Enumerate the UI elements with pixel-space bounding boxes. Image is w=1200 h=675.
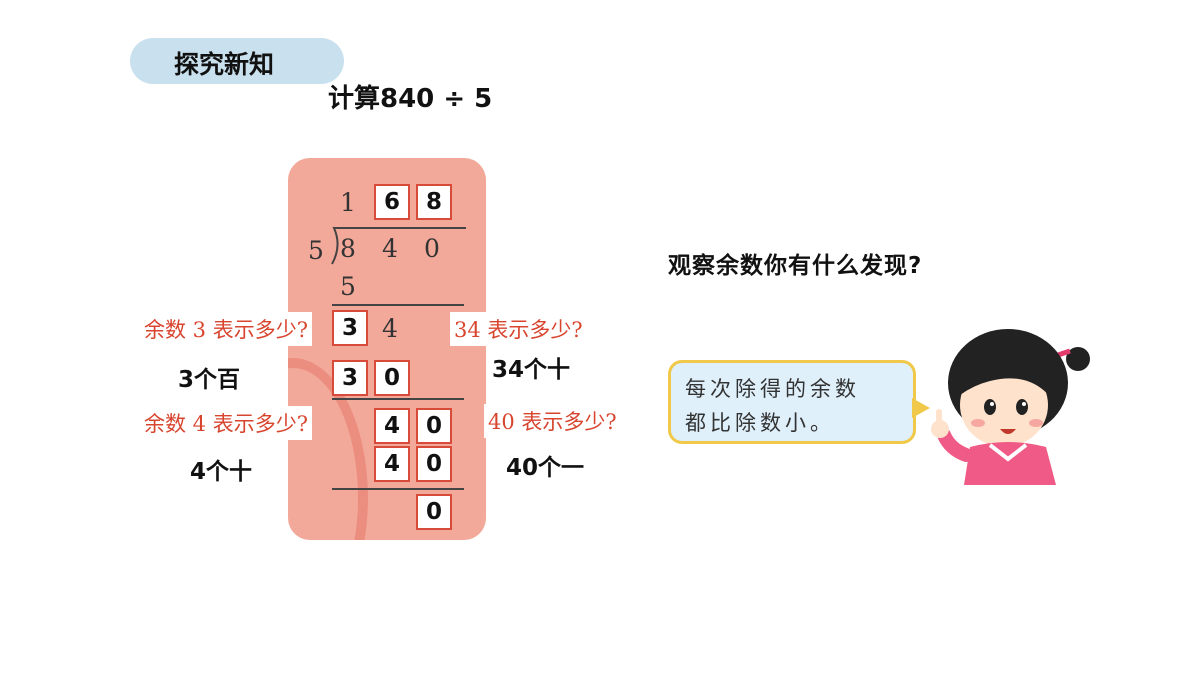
- remainder2-box-ones: 0: [416, 408, 452, 444]
- dividend-digit-hundreds: 8: [340, 234, 356, 263]
- quotient-digit: 1: [340, 188, 356, 217]
- bubble-line-2: 都比除数小。: [685, 411, 835, 435]
- final-remainder-box: 0: [416, 494, 452, 530]
- speech-bubble-tail: [912, 398, 930, 418]
- division-bracket: [331, 227, 466, 265]
- problem-title: 计算840 ÷ 5: [328, 84, 493, 114]
- remainder2-box-tens: 4: [374, 408, 410, 444]
- answer-remainder-4: 4个十: [190, 459, 253, 485]
- speech-bubble: 每次除得的余数 都比除数小。: [668, 360, 916, 444]
- quotient-box-ones: 8: [416, 184, 452, 220]
- step1-product: 5: [340, 272, 356, 301]
- product3-box-tens: 4: [374, 446, 410, 482]
- section-tag: 探究新知: [130, 38, 344, 84]
- long-division-card: 1 6 8 5 8 4 0 5 3 4 3 0 4 0 4 0 0: [288, 158, 486, 540]
- question-40: 40 表示多少?: [484, 404, 621, 438]
- remainder1-box: 3: [332, 310, 368, 346]
- product2-box-tens: 3: [332, 360, 368, 396]
- girl-illustration: [931, 329, 1090, 485]
- step2-line: [332, 398, 464, 400]
- answer-remainder-3: 3个百: [178, 367, 241, 393]
- quotient-box-tens: 6: [374, 184, 410, 220]
- answer-34: 34个十: [492, 357, 571, 383]
- section-tag-label: 探究新知: [174, 50, 275, 79]
- dividend-digit-ones: 0: [424, 234, 440, 263]
- answer-40: 40个一: [506, 455, 585, 481]
- question-remainder-4: 余数 4 表示多少?: [140, 406, 312, 440]
- observe-prompt: 观察余数你有什么发现?: [668, 253, 923, 279]
- product3-box-ones: 0: [416, 446, 452, 482]
- bubble-line-1: 每次除得的余数: [685, 377, 860, 401]
- divisor: 5: [308, 236, 324, 265]
- question-remainder-3: 余数 3 表示多少?: [140, 312, 312, 346]
- dividend-digit-tens: 4: [382, 234, 398, 263]
- question-34: 34 表示多少?: [450, 312, 587, 346]
- bring-down-digit: 4: [382, 314, 398, 343]
- step3-line: [332, 488, 464, 490]
- step1-line: [332, 304, 464, 306]
- product2-box-ones: 0: [374, 360, 410, 396]
